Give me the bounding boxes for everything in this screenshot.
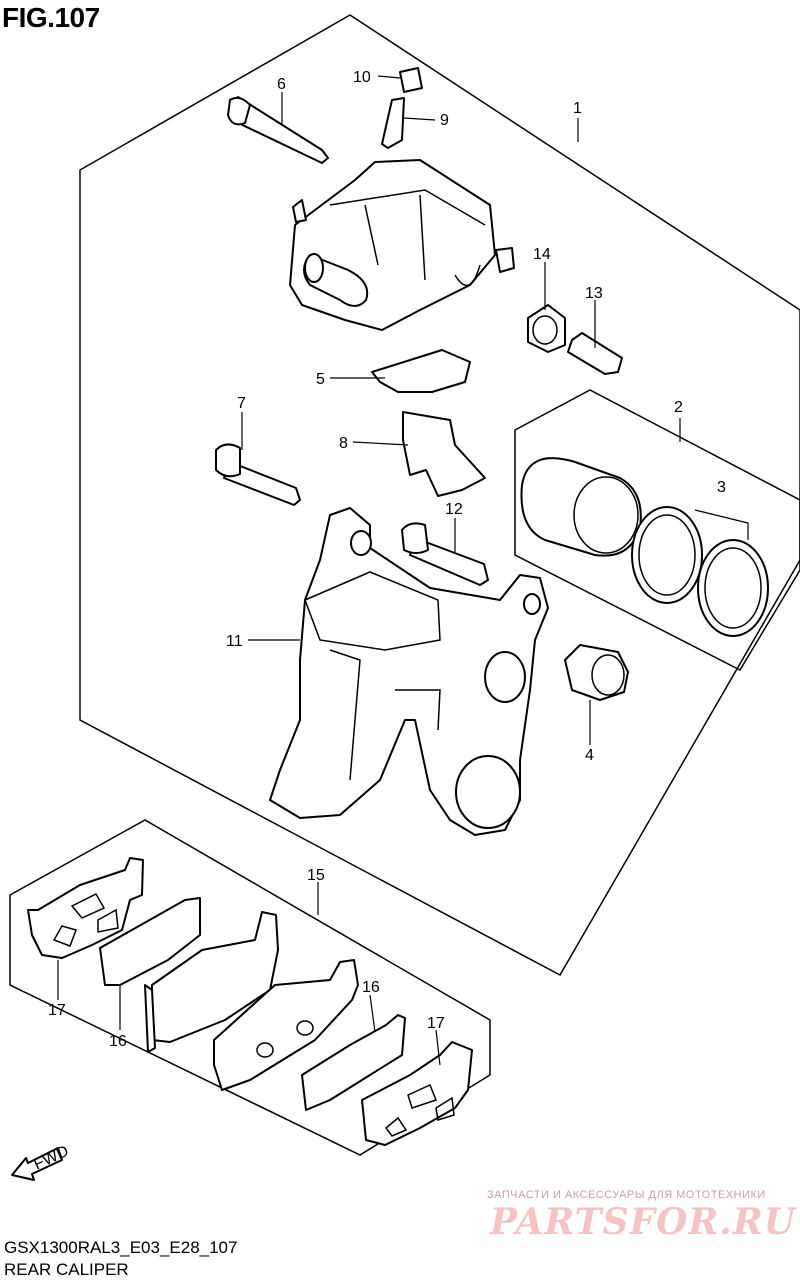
slide-pin-boot (527, 304, 566, 353)
callout-16-left: 16 (109, 1033, 127, 1050)
callout-9: 9 (440, 112, 449, 129)
piston-seals (631, 506, 769, 637)
forward-arrow-icon: FWD (11, 1143, 71, 1181)
pin-boot-lower (564, 644, 629, 701)
callout-10: 10 (353, 69, 371, 86)
callout-5: 5 (316, 371, 325, 388)
callout-16-right: 16 (362, 979, 380, 996)
slide-pin-upper (227, 96, 329, 164)
callout-12: 12 (445, 501, 463, 518)
bleeder-cap (399, 67, 423, 93)
callout-8: 8 (339, 435, 348, 452)
fwd-label: FWD (31, 1143, 71, 1174)
callout-13: 13 (585, 285, 603, 302)
piston-kit-outline (514, 389, 800, 671)
figure-caption: REAR CALIPER (4, 1260, 129, 1279)
callout-14: 14 (533, 246, 551, 263)
callout-3: 3 (717, 479, 726, 496)
bleeder-valve (381, 97, 405, 149)
figure-title: FIG.107 (2, 2, 100, 33)
callout-6: 6 (277, 76, 286, 93)
pad-spring (371, 349, 471, 393)
callout-2: 2 (674, 399, 683, 416)
caliper-assembly-outline (79, 14, 800, 977)
callout-17-right: 17 (427, 1015, 445, 1032)
caliper-body (289, 159, 515, 331)
pin-bolt (401, 522, 489, 586)
watermark-brand: PARTSFOR.RU (490, 1201, 797, 1243)
watermark-tagline: ЗАПЧАСТИ И АКСЕССУАРЫ ДЛЯ МОТОТЕХНИКИ (487, 1189, 766, 1201)
callout-1: 1 (573, 100, 582, 117)
callout-11: 11 (226, 633, 243, 650)
caliper-piston (520, 457, 642, 557)
pad-retainer (402, 411, 486, 497)
callout-7: 7 (237, 395, 246, 412)
slide-pin-sleeve (567, 332, 623, 375)
leader-lines (57, 75, 681, 1066)
caliper-bracket (269, 507, 549, 836)
brake-pad-set (27, 857, 473, 1146)
model-code: GSX1300RAL3_E03_E28_107 (4, 1238, 238, 1257)
callout-17-left: 17 (48, 1002, 66, 1019)
bracket-bolt (215, 443, 301, 506)
pad-set-outline (9, 819, 491, 1156)
callout-15: 15 (307, 867, 325, 884)
callout-4: 4 (585, 747, 594, 764)
